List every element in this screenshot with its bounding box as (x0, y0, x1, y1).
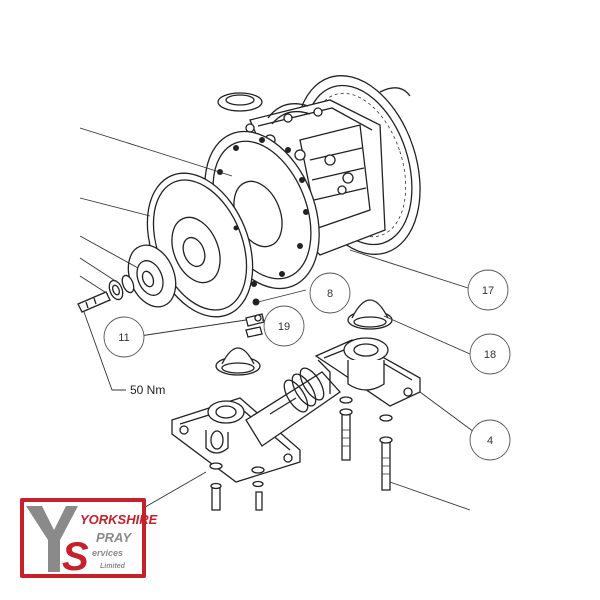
manifold-washers (209, 396, 393, 488)
callout-11: 11 (103, 316, 145, 358)
valve-ball-left (215, 347, 261, 376)
screw-19 (245, 313, 265, 338)
svg-text:8: 8 (327, 288, 333, 300)
company-logo: S YORKSHIRE PRAY ervices Limited (20, 498, 158, 579)
svg-text:4: 4 (487, 435, 493, 447)
leader-lines (79, 127, 475, 511)
svg-text:11: 11 (118, 332, 129, 344)
svg-text:17: 17 (482, 285, 494, 297)
svg-text:19: 19 (278, 321, 290, 333)
valve-ball-right (347, 299, 393, 330)
svg-text:18: 18 (484, 349, 496, 361)
svg-text:PRAY: PRAY (96, 530, 132, 545)
torque-label: 50 Nm (130, 383, 165, 397)
svg-text:Limited: Limited (100, 563, 126, 570)
small-screw-8 (252, 289, 307, 306)
diaphragm-bolt (77, 291, 111, 313)
callout-8: 8 (309, 272, 351, 314)
svg-text:YORKSHIRE: YORKSHIRE (80, 512, 158, 527)
callout-19: 19 (263, 305, 305, 347)
callout-4: 4 (469, 419, 511, 461)
washer-stack (108, 274, 135, 301)
svg-text:S: S (62, 535, 89, 579)
callout-18: 18 (469, 333, 511, 375)
svg-text:ervices: ervices (92, 548, 123, 558)
manifold-bolts (210, 408, 393, 511)
pump-centre-body (217, 75, 421, 256)
callout-17: 17 (467, 269, 509, 311)
manifold (171, 337, 421, 483)
